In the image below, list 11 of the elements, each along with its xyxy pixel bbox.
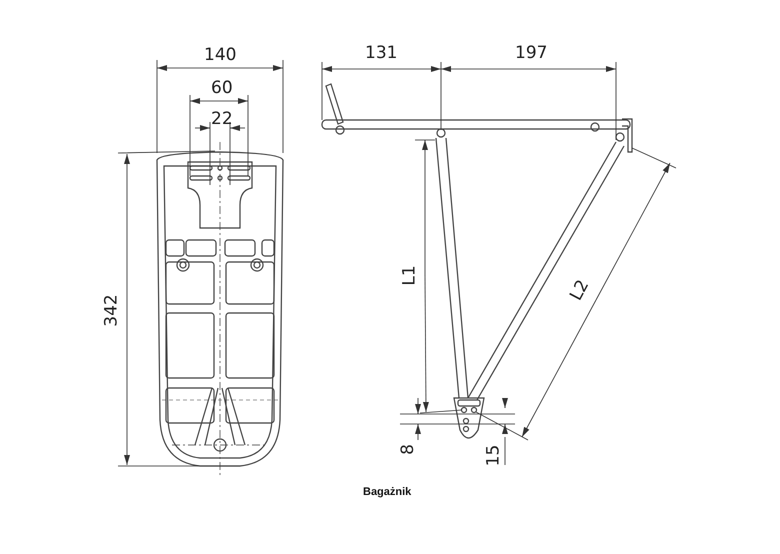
dimension-label: 197 [515,44,548,62]
dimension-label: 60 [211,80,233,96]
dimension-label: 15 [485,444,502,466]
dimension-label: 140 [204,46,236,64]
dimension-label: L1 [402,264,419,286]
dimension-label: 22 [211,110,233,128]
dimension-label: L2 [568,277,592,303]
dimension-label: 342 [104,294,121,326]
dimension-label: 8 [399,444,416,454]
caption: Bagażnik [363,486,412,498]
dimension-label: 131 [365,44,398,62]
